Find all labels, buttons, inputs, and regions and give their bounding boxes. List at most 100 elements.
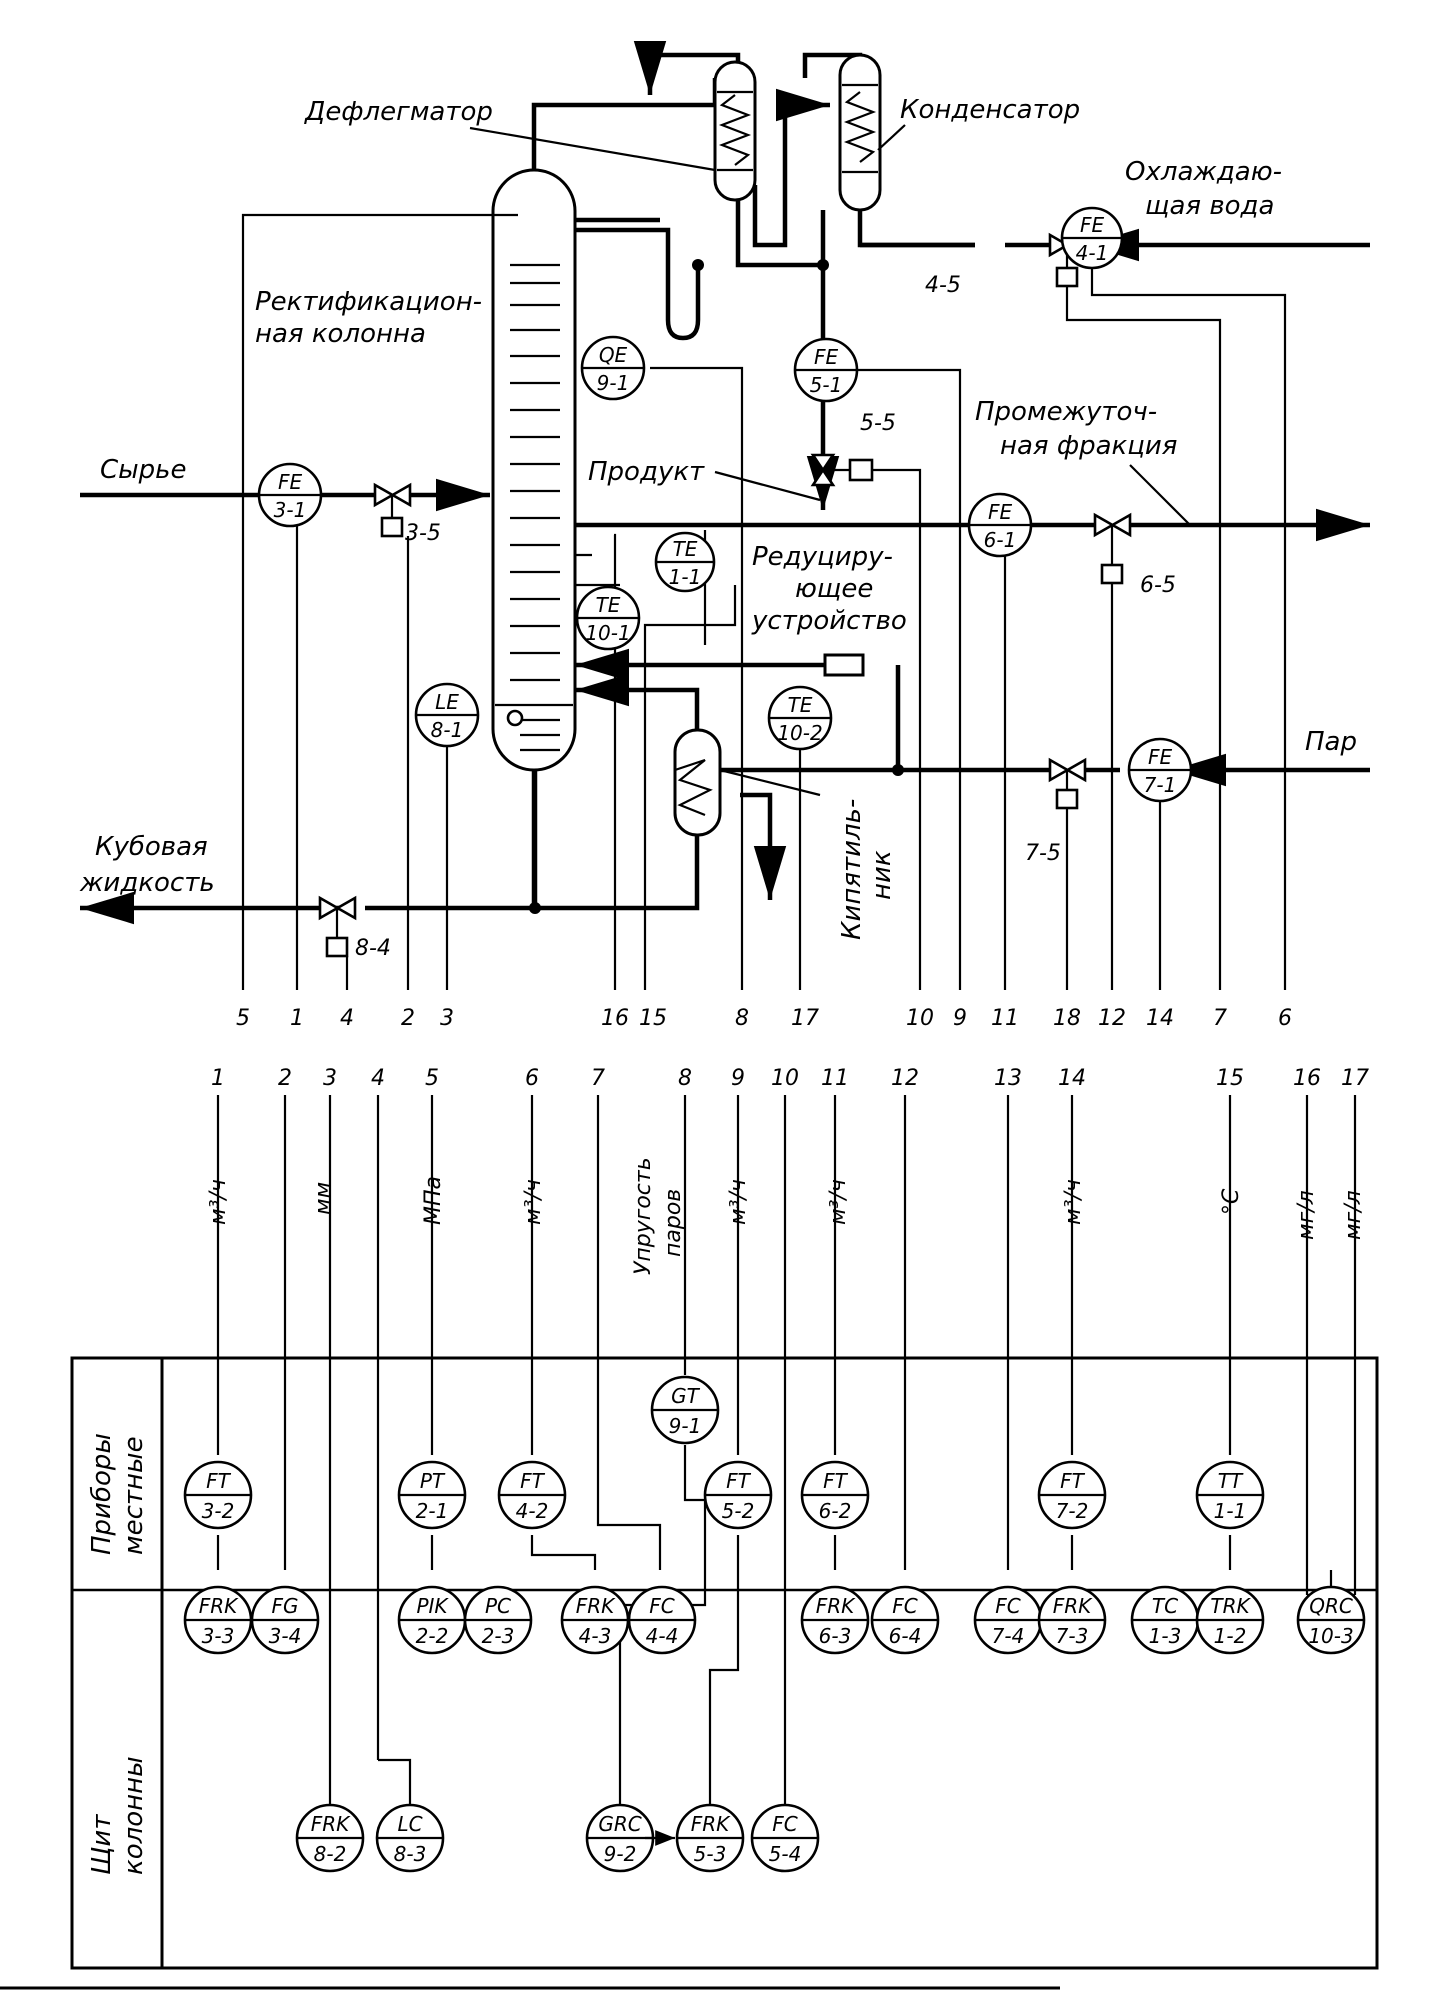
svg-text:9-1: 9-1 (597, 371, 630, 395)
label-intermediate: Промежуточ-ная фракция (975, 397, 1177, 461)
svg-text:15: 15 (639, 1006, 667, 1031)
svg-text:1-2: 1-2 (1214, 1624, 1247, 1648)
svg-text:4: 4 (371, 1066, 385, 1091)
svg-text:7: 7 (1213, 1006, 1227, 1031)
svg-text:FE: FE (1148, 745, 1173, 769)
signal-lines (241, 213, 1287, 990)
svg-text:9: 9 (953, 1006, 967, 1031)
instrument-fc-7-4: FC7-4 (973, 1585, 1043, 1655)
svg-text:15: 15 (1216, 1066, 1244, 1091)
svg-text:13: 13 (994, 1066, 1022, 1091)
instrument-ft-7-2: FT7-2 (1037, 1460, 1107, 1530)
instrument-qe-9-1: QE9-1 (580, 335, 646, 401)
svg-text:LC: LC (397, 1812, 422, 1836)
svg-text:FC: FC (995, 1594, 1021, 1618)
svg-text:18: 18 (1053, 1006, 1081, 1031)
svg-text:10-1: 10-1 (585, 621, 630, 645)
instrument-fe-4-1: FE4-1 (1060, 206, 1124, 270)
panel-local-instruments: GT9-1 FT3-2 PT2-1 FT4-2 FT5-2 FT6-2 FT7-… (183, 1375, 1265, 1530)
svg-text:FT: FT (206, 1469, 232, 1493)
svg-text:4-3: 4-3 (579, 1624, 612, 1648)
tag-valve-7-5: 7-5 (1025, 841, 1061, 866)
reducer-device (823, 653, 865, 677)
svg-text:GT: GT (671, 1384, 700, 1408)
svg-text:6: 6 (525, 1066, 539, 1091)
reboiler (673, 728, 722, 837)
svg-text:3-4: 3-4 (269, 1624, 302, 1648)
svg-text:8: 8 (735, 1006, 749, 1031)
instrument-frk-4-3: FRK 4-3 (560, 1585, 630, 1655)
svg-text:4-1: 4-1 (1076, 241, 1109, 265)
svg-text:LE: LE (435, 690, 459, 714)
instrument-pc-2-3: PC2-3 (463, 1585, 533, 1655)
svg-text:9-1: 9-1 (669, 1414, 702, 1438)
unit-pressure-l2: паров (661, 1189, 686, 1257)
control-valves (318, 232, 1132, 958)
svg-text:мг/л: мг/л (1341, 1190, 1366, 1240)
control-panel: Приборыместные Щитколонны (70, 1356, 1379, 1970)
svg-text:TE: TE (673, 537, 698, 561)
svg-text:3-2: 3-2 (202, 1499, 235, 1523)
svg-text:FRK: FRK (199, 1594, 239, 1618)
svg-text:м³/ч: м³/ч (726, 1179, 751, 1225)
label-column-l2: ная колонна (255, 319, 426, 349)
instrument-tt-1-1: TT1-1 (1195, 1460, 1265, 1530)
instrument-te-1-1: TE1-1 (654, 531, 716, 593)
svg-text:FRK: FRK (1053, 1594, 1093, 1618)
svg-text:PC: PC (485, 1594, 511, 1618)
svg-text:3-1: 3-1 (274, 498, 307, 522)
svg-text:2-2: 2-2 (416, 1624, 449, 1648)
svg-text:FT: FT (520, 1469, 546, 1493)
svg-text:1: 1 (290, 1006, 304, 1031)
svg-text:м³/ч: м³/ч (1061, 1179, 1086, 1225)
instrument-fe-6-1: FE6-1 (967, 492, 1033, 558)
svg-text:2-1: 2-1 (416, 1499, 449, 1523)
svg-text:FT: FT (726, 1469, 752, 1493)
distillation-column (491, 168, 577, 908)
svg-text:TT: TT (1218, 1469, 1244, 1493)
svg-text:5-4: 5-4 (769, 1842, 802, 1866)
svg-text:PIK: PIK (416, 1594, 449, 1618)
instrument-ft-3-2: FT 3-2 (183, 1460, 253, 1530)
svg-text:5-1: 5-1 (810, 373, 843, 397)
instrument-pik-2-2: PIK 2-2 (397, 1585, 467, 1655)
svg-text:FRK: FRK (576, 1594, 616, 1618)
instrument-le-8-1: LE8-1 (414, 682, 480, 748)
svg-text:FE: FE (814, 345, 839, 369)
svg-text:17: 17 (1341, 1066, 1369, 1091)
svg-text:FG: FG (271, 1594, 298, 1618)
svg-text:16: 16 (1293, 1066, 1321, 1091)
svg-text:2: 2 (278, 1066, 292, 1091)
svg-text:GRC: GRC (598, 1812, 641, 1836)
svg-text:FT: FT (823, 1469, 849, 1493)
svg-text:м³/ч: м³/ч (826, 1179, 851, 1225)
svg-text:12: 12 (1098, 1006, 1126, 1031)
svg-text:TC: TC (1152, 1594, 1178, 1618)
label-feed: Сырье (100, 455, 187, 485)
instrument-gt-9-1: GT 9-1 (650, 1375, 720, 1445)
instrument-lc-8-3: LC8-3 (375, 1803, 445, 1873)
instrument-fe-3-1: FE 3-1 (257, 462, 323, 528)
label-steam: Пар (1305, 727, 1357, 757)
instrument-ft-5-2: FT 5-2 (703, 1460, 773, 1530)
svg-text:FE: FE (278, 470, 303, 494)
svg-text:11: 11 (821, 1066, 849, 1091)
svg-text:5: 5 (425, 1066, 439, 1091)
svg-text:14: 14 (1146, 1006, 1174, 1031)
svg-text:17: 17 (791, 1006, 819, 1031)
svg-text:FC: FC (649, 1594, 675, 1618)
instrument-ft-6-2: FT6-2 (800, 1460, 870, 1530)
svg-text:14: 14 (1058, 1066, 1086, 1091)
label-product: Продукт (588, 457, 705, 487)
svg-text:10: 10 (771, 1066, 799, 1091)
svg-text:5-2: 5-2 (722, 1499, 755, 1523)
